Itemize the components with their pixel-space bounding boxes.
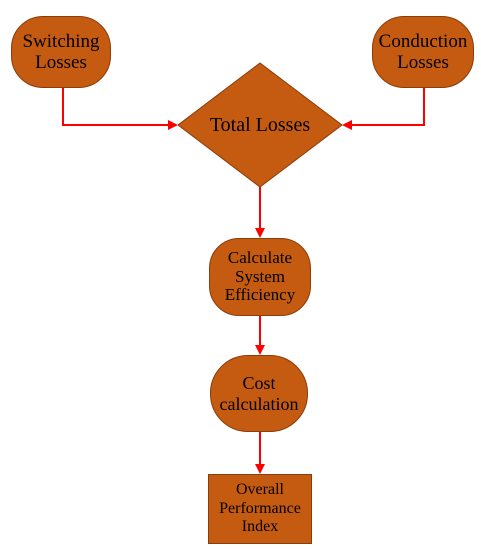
- total-losses-node: Total Losses: [190, 110, 330, 140]
- conduction-losses-label: Conduction Losses: [378, 30, 468, 73]
- cost-calculation-node: Cost calculation: [210, 355, 308, 432]
- switching-losses-label: Switching Losses: [22, 30, 100, 73]
- total-losses-label: Total Losses: [209, 113, 311, 136]
- edge-switching-to-total: [62, 88, 178, 130]
- switching-losses-node: Switching Losses: [11, 16, 111, 88]
- edge-conduction-to-total: [342, 88, 425, 130]
- calculate-system-efficiency-node: Calculate System Efficiency: [209, 238, 311, 316]
- overall-performance-index-label: Overall Performance Index: [219, 481, 301, 536]
- cost-calculation-label: Cost calculation: [219, 373, 299, 414]
- overall-performance-index-node: Overall Performance Index: [208, 474, 312, 544]
- calculate-system-efficiency-label: Calculate System Efficiency: [224, 247, 296, 305]
- conduction-losses-node: Conduction Losses: [372, 16, 474, 88]
